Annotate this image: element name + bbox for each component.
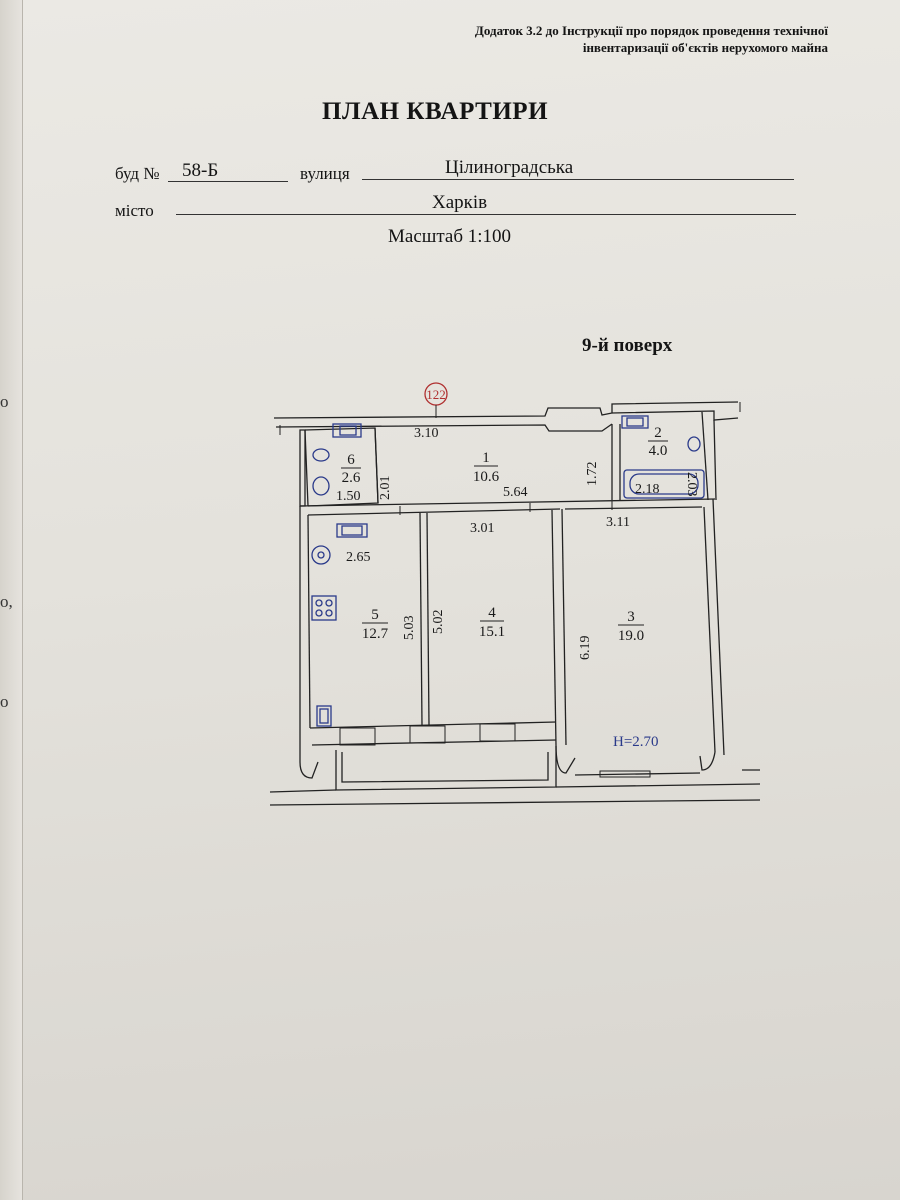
sink-icon [332,423,362,438]
room-3-number: 3 [627,609,635,625]
dim-label: 3.10 [414,426,439,441]
room-5-area: 12.7 [362,626,389,642]
page-title: ПЛАН КВАРТИРИ [322,98,549,125]
appendix-line-1: Додаток 3.2 до Інструкції про порядок пр… [474,23,828,38]
dim-label: 1.72 [585,462,600,487]
city-value: Харків [432,192,488,213]
fridge-icon [316,705,332,727]
appendix-line-2: інвентаризації об'єктів нерухомого майна [582,40,828,55]
edge-mark: о [0,392,9,411]
room-5-number: 5 [371,607,379,623]
bathtub-icon [623,469,705,499]
sink-icon [621,415,649,429]
room-3-area: 19.0 [618,628,644,644]
edge-mark: о [0,692,9,711]
dim-label: 2.03 [684,472,699,497]
street-label: вулиця [300,164,350,183]
window-marks [279,402,741,778]
appendix-header: Додаток 3.2 до Інструкції про порядок пр… [475,22,828,56]
marker-label: 122 [426,387,446,402]
fixtures [311,415,705,727]
room-6-number: 6 [347,452,355,468]
room-2-area: 4.0 [649,443,668,459]
room-6-area: 2.6 [342,470,361,486]
room-1-number: 1 [482,450,490,466]
building-label: буд № [115,164,160,183]
edge-mark: о, [0,592,13,611]
dim-label: 2.18 [635,482,660,497]
street-underline [362,179,794,180]
dim-label: 2.65 [346,550,371,565]
dim-label: 1.50 [336,489,361,504]
building-value: 58-Б [182,160,219,181]
city-underline [176,214,796,215]
dimension-labels: 3.10 5.64 1.50 2.18 3.01 3.11 2.65 2.01 … [336,426,699,660]
sink-icon [336,523,368,538]
dim-label: 3.11 [606,515,630,530]
room-4-number: 4 [488,605,496,621]
ceiling-height-note: H=2.70 [613,734,659,750]
room-2-number: 2 [654,425,662,441]
wall-outlines [269,401,761,806]
dim-label: 5.64 [503,485,528,500]
room-4-area: 15.1 [479,624,505,640]
city-label: місто [115,201,154,220]
dim-label: 3.01 [470,521,495,536]
room-1-area: 10.6 [473,469,500,485]
dim-label: 6.19 [578,636,593,661]
toilet-icon [312,448,330,462]
dim-label: 5.02 [431,610,446,635]
building-underline [168,181,288,182]
drain-icon [311,545,331,565]
toilet-icon [687,436,701,452]
dim-label: 5.03 [402,616,417,641]
street-value: Цілиноградська [445,157,574,178]
scale-note: Масштаб 1:100 [388,226,512,247]
adjacent-page-edge [0,0,23,1200]
room-labels: 6 2.6 1 10.6 2 4.0 5 12.7 4 15.1 3 19.0 [341,425,668,644]
dim-label: 2.01 [378,476,393,501]
stove-icon [311,595,337,621]
toilet-icon [312,476,330,496]
floor-label: 9-й поверх [582,335,673,356]
